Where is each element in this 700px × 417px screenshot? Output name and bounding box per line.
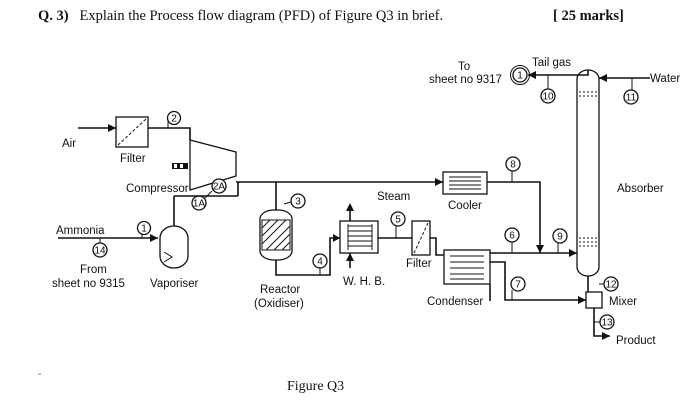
reactor-catalyst-bed	[261, 219, 291, 251]
stream-9-number: 9	[557, 232, 563, 243]
stream-1-number: 1	[141, 224, 147, 235]
stream-3-marker	[290, 193, 306, 209]
reactor-label: Reactor	[260, 284, 300, 296]
mixer-label: Mixer	[609, 296, 637, 308]
stream-1-offsheet-number: 1	[517, 71, 523, 82]
absorber-trays	[579, 91, 597, 247]
stream-1-marker	[136, 220, 152, 236]
whb-tube-bundle	[347, 224, 373, 250]
from-label: From	[80, 264, 107, 276]
stream-5-number: 5	[395, 215, 401, 226]
tail-gas-line	[528, 70, 589, 76]
bullet-mark: -	[38, 369, 42, 380]
stream-8-marker	[505, 156, 521, 172]
stream-2A-number: 2A	[213, 182, 226, 193]
stream-2-number: 2	[171, 114, 177, 125]
stream-6-marker	[504, 227, 520, 243]
stream-11-number: 11	[626, 93, 637, 104]
steam-label: Steam	[377, 191, 410, 203]
question-title: Q. 3) Explain the Process flow diagram (…	[38, 8, 443, 25]
stream-8-number: 8	[510, 160, 516, 171]
stream-2A-marker	[211, 178, 227, 194]
stream-1-offsheet-marker	[512, 67, 528, 83]
water-label: Water	[650, 73, 680, 85]
vaporiser-coil	[163, 251, 173, 263]
condenser-label: Condenser	[427, 296, 483, 308]
filter-1-label: Filter	[120, 153, 146, 165]
gas-filter-diagonal	[413, 222, 429, 254]
air-filter	[115, 116, 149, 148]
vaporiser-label: Vaporiser	[150, 278, 199, 290]
condensate-to-mixer-line	[490, 261, 586, 301]
cooler	[442, 171, 488, 195]
stream-12-marker	[603, 276, 619, 292]
tail-gas-label: Tail gas	[532, 57, 571, 69]
air-filter-diagonal	[117, 118, 147, 146]
air-arrow	[108, 124, 116, 132]
stream-2-marker	[166, 110, 182, 126]
ammonia-label: Ammonia	[56, 225, 105, 237]
stream-14-number: 14	[94, 246, 106, 257]
absorber-label: Absorber	[617, 183, 664, 195]
steam-arrow	[346, 203, 354, 211]
figure-caption: Figure Q3	[287, 379, 345, 394]
oxidiser-label: (Oxidiser)	[254, 298, 304, 310]
air-label: Air	[62, 138, 76, 150]
stream-3-number: 3	[295, 197, 301, 208]
to-label: To	[458, 61, 470, 73]
condensate-arrow	[578, 296, 586, 304]
to-sheet-label: sheet no 9317	[429, 74, 502, 86]
whb-water-arrow	[346, 253, 354, 261]
ammonia-arrow	[150, 234, 158, 242]
tail-gas-arrow	[528, 71, 536, 79]
stream-6-number: 6	[509, 231, 515, 242]
mixer	[585, 291, 603, 309]
offsheet-ring	[510, 65, 530, 85]
reactor-to-whb-arrow	[333, 234, 340, 242]
stream-5-marker	[390, 211, 406, 227]
air-main-arrow	[435, 178, 443, 186]
filter-2-label: Filter	[406, 258, 432, 270]
absorber-column	[576, 69, 600, 277]
compressor	[189, 139, 237, 191]
compressor-motor-gap-2	[180, 164, 183, 168]
stream-14-marker	[92, 242, 108, 258]
whb-label: W. H. B.	[343, 276, 385, 288]
question-marks: [ 25 marks]	[553, 8, 624, 24]
cooler-to-absorber-line	[487, 181, 541, 253]
water-arrow	[599, 74, 607, 82]
stream-4-marker	[312, 253, 328, 269]
stream-1A-number: 1A	[193, 199, 206, 210]
stream-13-marker	[599, 314, 615, 330]
cooler-label: Cooler	[448, 200, 482, 212]
stream-9-marker	[552, 228, 568, 244]
product-arrow	[602, 332, 610, 340]
cooler-to-absorber-arrow	[536, 245, 544, 253]
product-label: Product	[616, 335, 656, 347]
stream-7-marker	[510, 276, 526, 292]
from-sheet-label: sheet no 9315	[52, 278, 125, 290]
question-text: Explain the Process flow diagram (PFD) o…	[79, 8, 444, 24]
compressor-label: Compressor	[126, 183, 189, 195]
stream-4-number: 4	[317, 257, 323, 268]
filter-to-condenser-line	[430, 237, 444, 256]
stream-10-marker	[540, 88, 556, 104]
stream-10-number: 10	[542, 92, 554, 103]
compressor-motor-gap-1	[174, 164, 177, 168]
stream-7-number: 7	[515, 280, 521, 291]
condenser-gas-arrow	[569, 249, 577, 257]
filter-to-compressor-line	[148, 127, 191, 140]
condenser-tube-bundle	[450, 255, 484, 280]
cooler-tube-bundle	[449, 176, 481, 190]
stream-3-leader	[283, 201, 292, 205]
question-number: Q. 3)	[38, 8, 69, 24]
stream-13-number: 13	[601, 318, 613, 329]
stream-11-marker	[623, 89, 639, 105]
stream-12-number: 12	[605, 280, 617, 291]
stream-2A-leader	[204, 190, 213, 199]
